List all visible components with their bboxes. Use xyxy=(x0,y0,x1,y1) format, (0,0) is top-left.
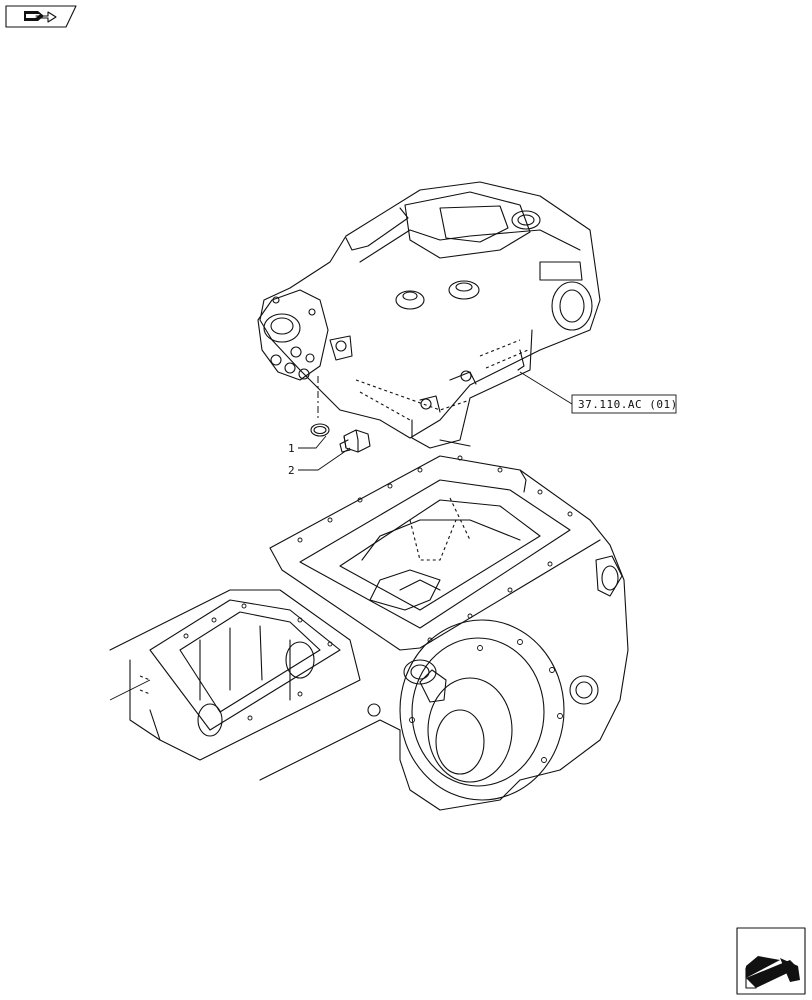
callout-label-1: 1 xyxy=(288,442,295,455)
o-ring[interactable] xyxy=(310,423,330,437)
reference-box[interactable] xyxy=(571,394,677,414)
lift-housing xyxy=(257,181,601,449)
reference-leader xyxy=(519,371,573,405)
plug[interactable] xyxy=(339,429,371,453)
transmission-housing xyxy=(269,439,629,811)
callout-2-leader xyxy=(298,447,351,471)
next-page-arrow-icon[interactable] xyxy=(736,927,806,995)
reference-label: 37.110.AC (01) xyxy=(578,398,678,411)
book-arrow-icon[interactable] xyxy=(5,5,77,28)
callout-1-leader xyxy=(298,435,327,449)
rear-housing xyxy=(109,589,401,781)
callout-label-2: 2 xyxy=(288,464,295,477)
